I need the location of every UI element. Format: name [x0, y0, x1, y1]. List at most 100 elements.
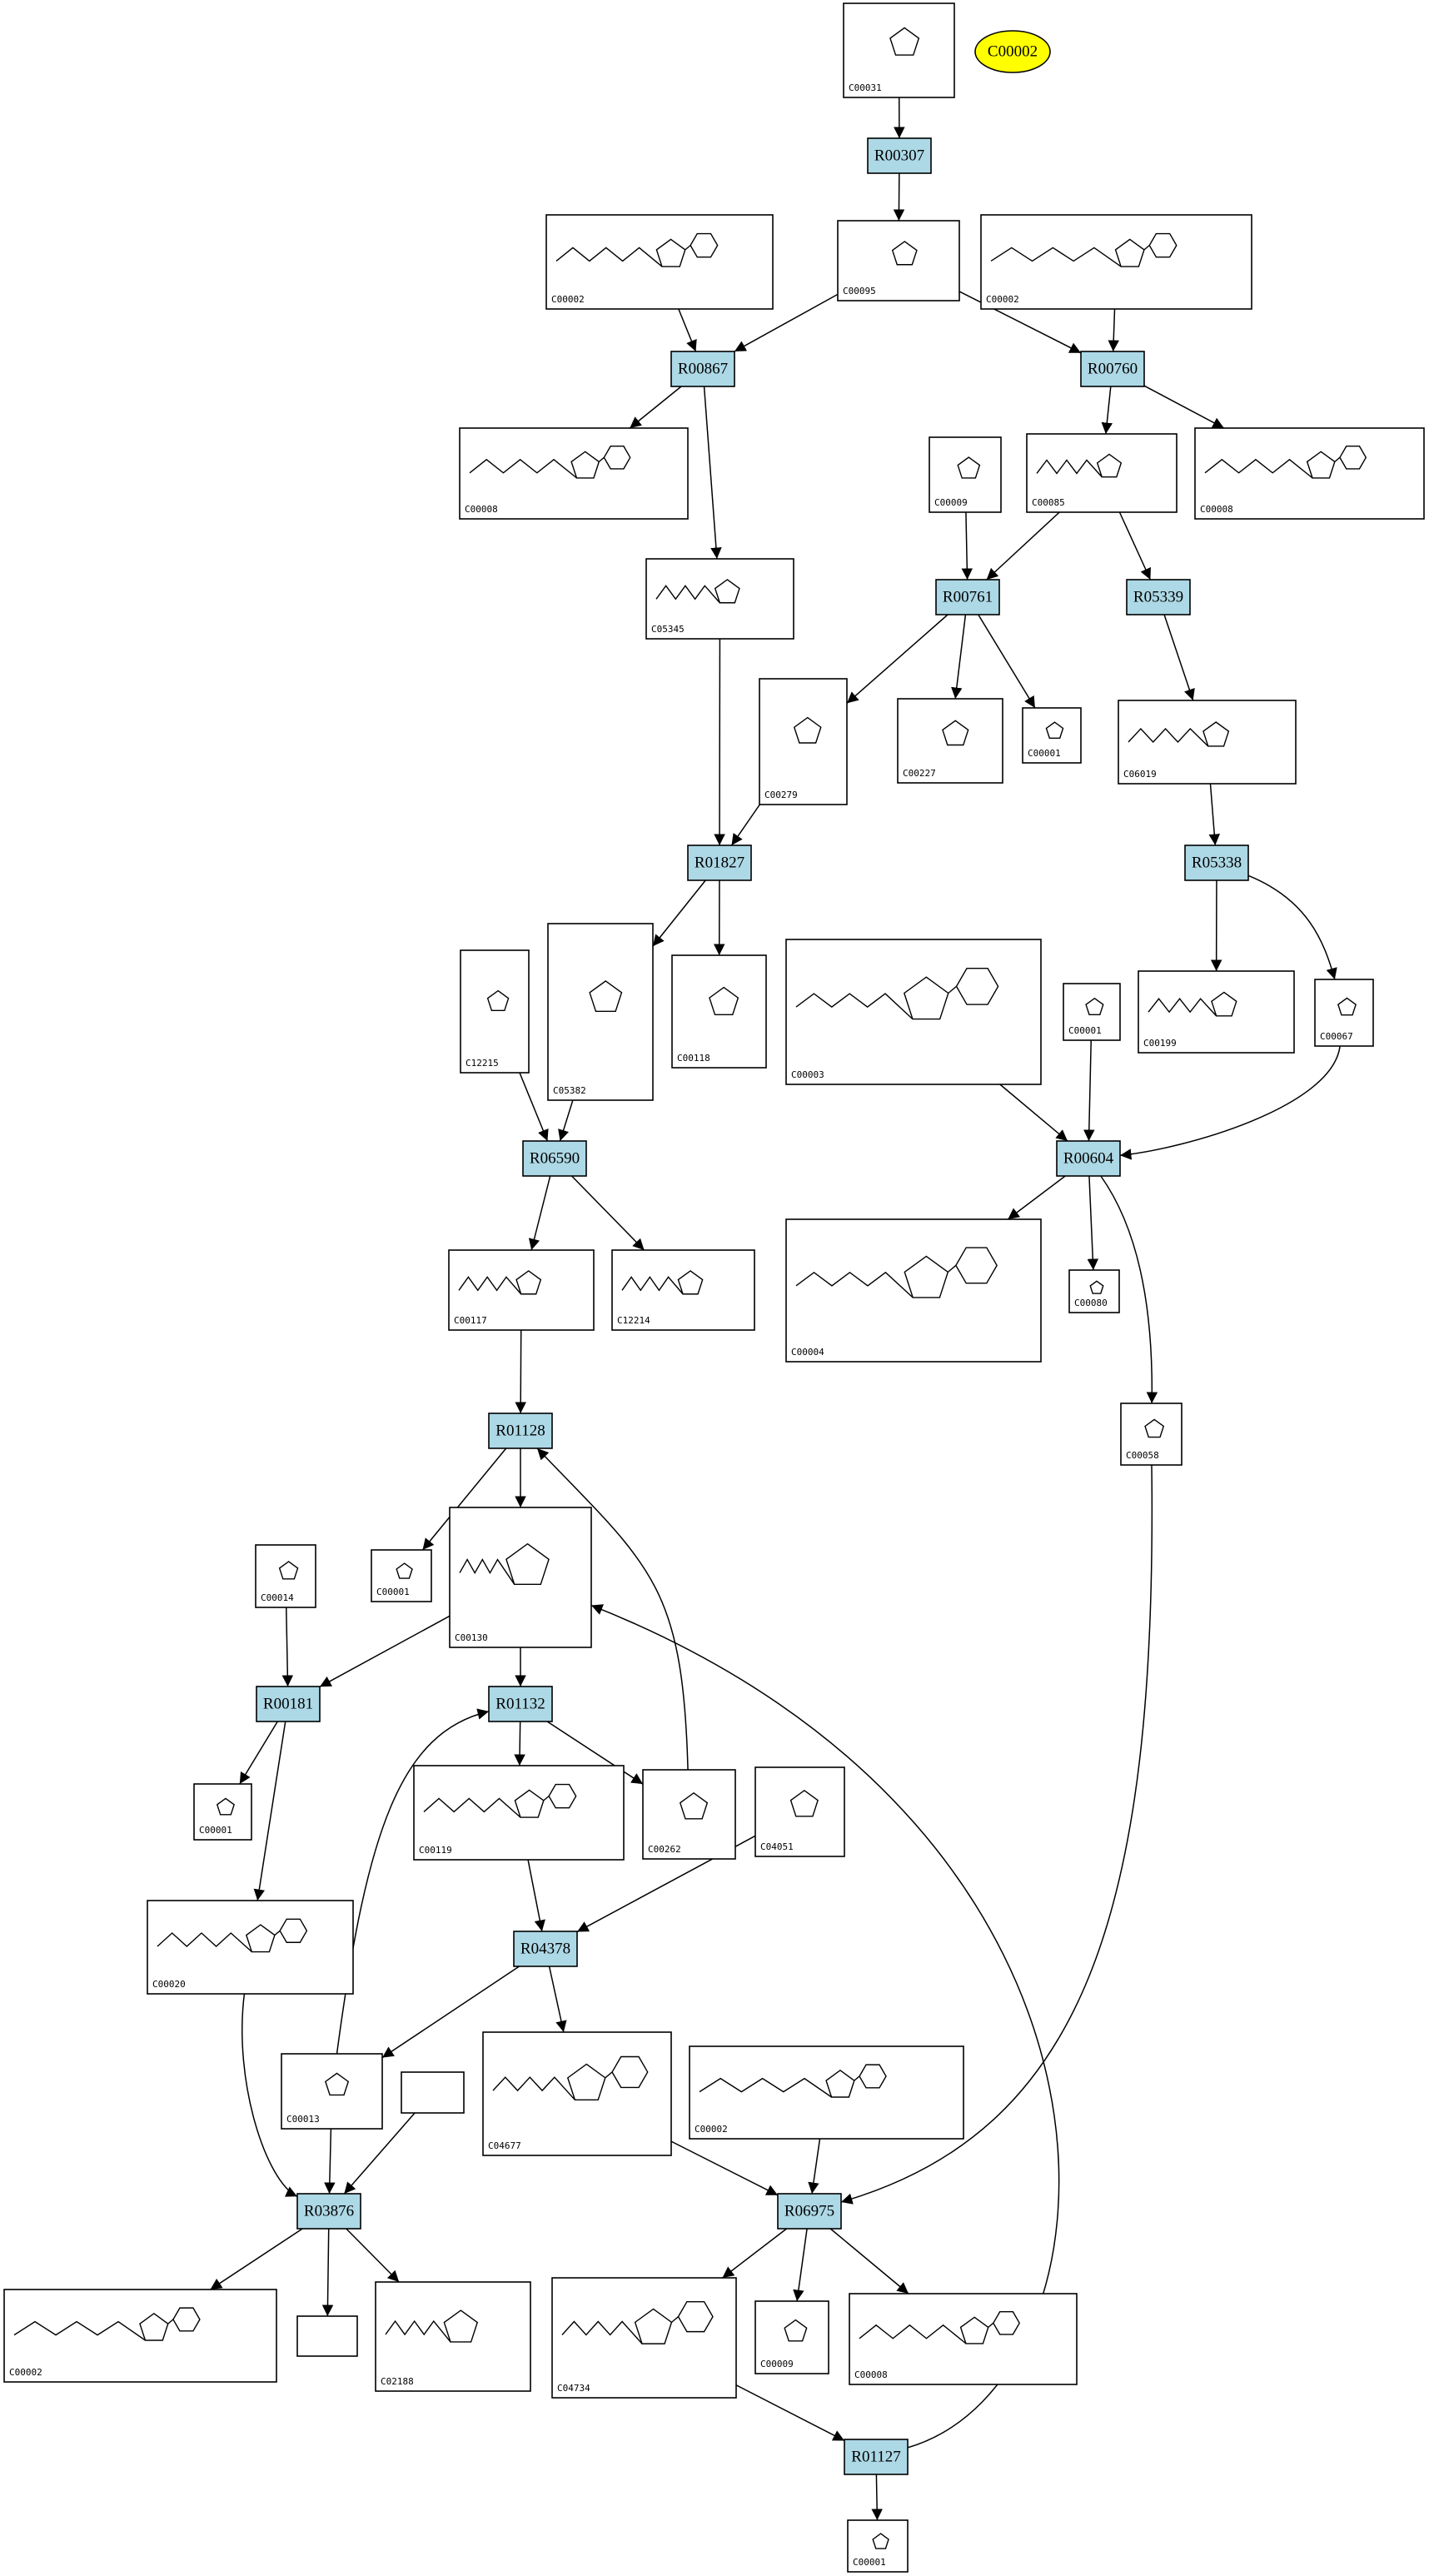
- compound-node-empty1[interactable]: [401, 2071, 465, 2114]
- compound-label: C00119: [419, 1845, 452, 1856]
- compound-node-c00080[interactable]: C00080: [1068, 1269, 1120, 1313]
- compound-node-c04734[interactable]: C04734: [551, 2277, 737, 2399]
- compound-node-c00004[interactable]: C00004: [785, 1218, 1042, 1363]
- compound-box: [1120, 1403, 1183, 1466]
- reaction-node-R00760[interactable]: R00760: [1080, 351, 1145, 387]
- compound-node-c12214[interactable]: C12214: [611, 1249, 755, 1331]
- edge-c00085-to-R00761: [986, 511, 1060, 580]
- reaction-box: [777, 2193, 842, 2230]
- compound-node-c00020[interactable]: C00020: [147, 1900, 354, 1995]
- compound-node-c04051[interactable]: C04051: [754, 1766, 845, 1857]
- reaction-node-R05338[interactable]: R05338: [1184, 845, 1249, 881]
- compound-node-c00002c[interactable]: C00002: [689, 2045, 964, 2140]
- compound-node-c00002d[interactable]: C00002: [3, 2289, 277, 2383]
- compound-node-c00262[interactable]: C00262: [642, 1769, 736, 1860]
- structure-ring: [889, 27, 920, 56]
- reaction-node-R00867[interactable]: R00867: [670, 351, 735, 387]
- compound-node-c00008a[interactable]: C00008: [459, 427, 689, 520]
- edge-c00013-to-R03876: [324, 2128, 336, 2195]
- compound-label: C12215: [466, 1058, 499, 1069]
- compound-node-c00117[interactable]: C00117: [448, 1249, 595, 1331]
- reaction-node-R00307[interactable]: R00307: [867, 137, 932, 174]
- edge-R01128-to-c00001c: [421, 1447, 507, 1551]
- reaction-label: R01128: [495, 1423, 545, 1440]
- compound-node-c00008b[interactable]: C00008: [1194, 427, 1425, 520]
- compound-label: C00001: [1068, 1025, 1102, 1036]
- reaction-node-R01827[interactable]: R01827: [687, 845, 752, 881]
- structure-ring: [139, 2312, 169, 2341]
- edges-layer: [210, 97, 1341, 2521]
- structure-chain: [13, 2320, 146, 2341]
- reaction-label: R01127: [851, 2449, 900, 2466]
- reaction-node-R05339[interactable]: R05339: [1126, 579, 1191, 615]
- compound-node-c00009b[interactable]: C00009: [754, 2300, 829, 2374]
- compound-node-c00001e[interactable]: C00001: [847, 2519, 909, 2573]
- compound-node-c05345[interactable]: C05345: [645, 558, 794, 640]
- compound-node-c00130[interactable]: C00130: [449, 1507, 592, 1648]
- compound-node-c00279[interactable]: C00279: [759, 678, 848, 805]
- compound-node-c02188[interactable]: C02188: [375, 2281, 531, 2392]
- compound-node-c00002b[interactable]: C00002: [980, 214, 1252, 310]
- reaction-node-R06975[interactable]: R06975: [777, 2193, 842, 2230]
- reaction-node-R01127[interactable]: R01127: [844, 2439, 909, 2475]
- compound-node-c00118[interactable]: C00118: [671, 954, 767, 1069]
- compound-node-c00001d[interactable]: C00001: [193, 1783, 252, 1841]
- edge-c00130-to-R00181: [319, 1615, 451, 1687]
- reaction-node-R00604[interactable]: R00604: [1056, 1140, 1121, 1177]
- compound-node-c00199[interactable]: C00199: [1138, 970, 1295, 1054]
- compound-box: [1068, 1269, 1120, 1313]
- reaction-node-R03876[interactable]: R03876: [296, 2193, 361, 2230]
- edge-c00002a-to-R00867: [678, 308, 697, 352]
- compound-node-c00031[interactable]: C00031: [843, 2, 955, 98]
- reaction-node-R06590[interactable]: R06590: [522, 1140, 587, 1177]
- compound-node-c05382[interactable]: C05382: [547, 923, 654, 1101]
- compound-box: [980, 214, 1252, 310]
- compound-node-c00003[interactable]: C00003: [785, 939, 1042, 1085]
- edge-R04378-to-c04677: [548, 1966, 567, 2033]
- compound-node-c00001a[interactable]: C00001: [1022, 707, 1082, 764]
- edge-c00001b-to-R00604: [1083, 1039, 1095, 1142]
- compound-node-c00095[interactable]: C00095: [837, 220, 960, 301]
- compound-label: C04734: [557, 2383, 590, 2394]
- structure-chain: [458, 1276, 522, 1295]
- compound-node-c00119[interactable]: C00119: [413, 1765, 625, 1861]
- compound-node-c00058[interactable]: C00058: [1120, 1403, 1183, 1466]
- compound-node-c00013[interactable]: C00013: [281, 2053, 383, 2130]
- edge-R05338-to-c00067: [1247, 874, 1337, 980]
- compound-box: [642, 1769, 736, 1860]
- compound-node-c00085[interactable]: C00085: [1026, 433, 1178, 513]
- compound-node-c00014[interactable]: C00014: [255, 1544, 316, 1608]
- compound-node-c00227[interactable]: C00227: [897, 698, 1003, 784]
- compound-node-c00008c[interactable]: C00008: [849, 2293, 1078, 2385]
- compound-box: [449, 1507, 592, 1648]
- compound-box: [193, 1783, 252, 1841]
- compound-label: C00009: [760, 2359, 794, 2369]
- compound-node-c00001b[interactable]: C00001: [1063, 983, 1121, 1041]
- structure-bond: [685, 245, 691, 251]
- reaction-label: R00181: [263, 1696, 313, 1713]
- compound-node-c04677[interactable]: C04677: [482, 2031, 672, 2156]
- compound-label: C00031: [849, 82, 882, 93]
- legend-node[interactable]: C00002: [974, 30, 1051, 73]
- reaction-box: [522, 1140, 587, 1177]
- structure-ring: [1211, 991, 1237, 1017]
- compound-node-c06019[interactable]: C06019: [1118, 700, 1297, 785]
- compound-node-empty2[interactable]: [296, 2315, 358, 2357]
- compound-node-c00067[interactable]: C00067: [1314, 979, 1374, 1047]
- reaction-node-R04378[interactable]: R04378: [513, 1931, 578, 1967]
- compound-box: [611, 1249, 755, 1331]
- compound-node-c12215[interactable]: C12215: [460, 949, 530, 1074]
- reaction-node-R01132[interactable]: R01132: [488, 1686, 553, 1722]
- reaction-node-R01128[interactable]: R01128: [488, 1413, 553, 1449]
- compound-label: C00095: [843, 286, 876, 296]
- structure-chain: [795, 993, 914, 1020]
- edge-R03876-to-empty2: [321, 2228, 334, 2317]
- compound-node-c00002a[interactable]: C00002: [545, 214, 774, 310]
- reaction-node-R00181[interactable]: R00181: [256, 1686, 321, 1722]
- compound-label: C00118: [677, 1053, 710, 1064]
- compound-node-c00009a[interactable]: C00009: [929, 436, 1002, 513]
- compound-box: [929, 436, 1002, 513]
- compound-box: [1194, 427, 1425, 520]
- reaction-node-R00761[interactable]: R00761: [935, 579, 1000, 615]
- compound-node-c00001c[interactable]: C00001: [371, 1549, 432, 1602]
